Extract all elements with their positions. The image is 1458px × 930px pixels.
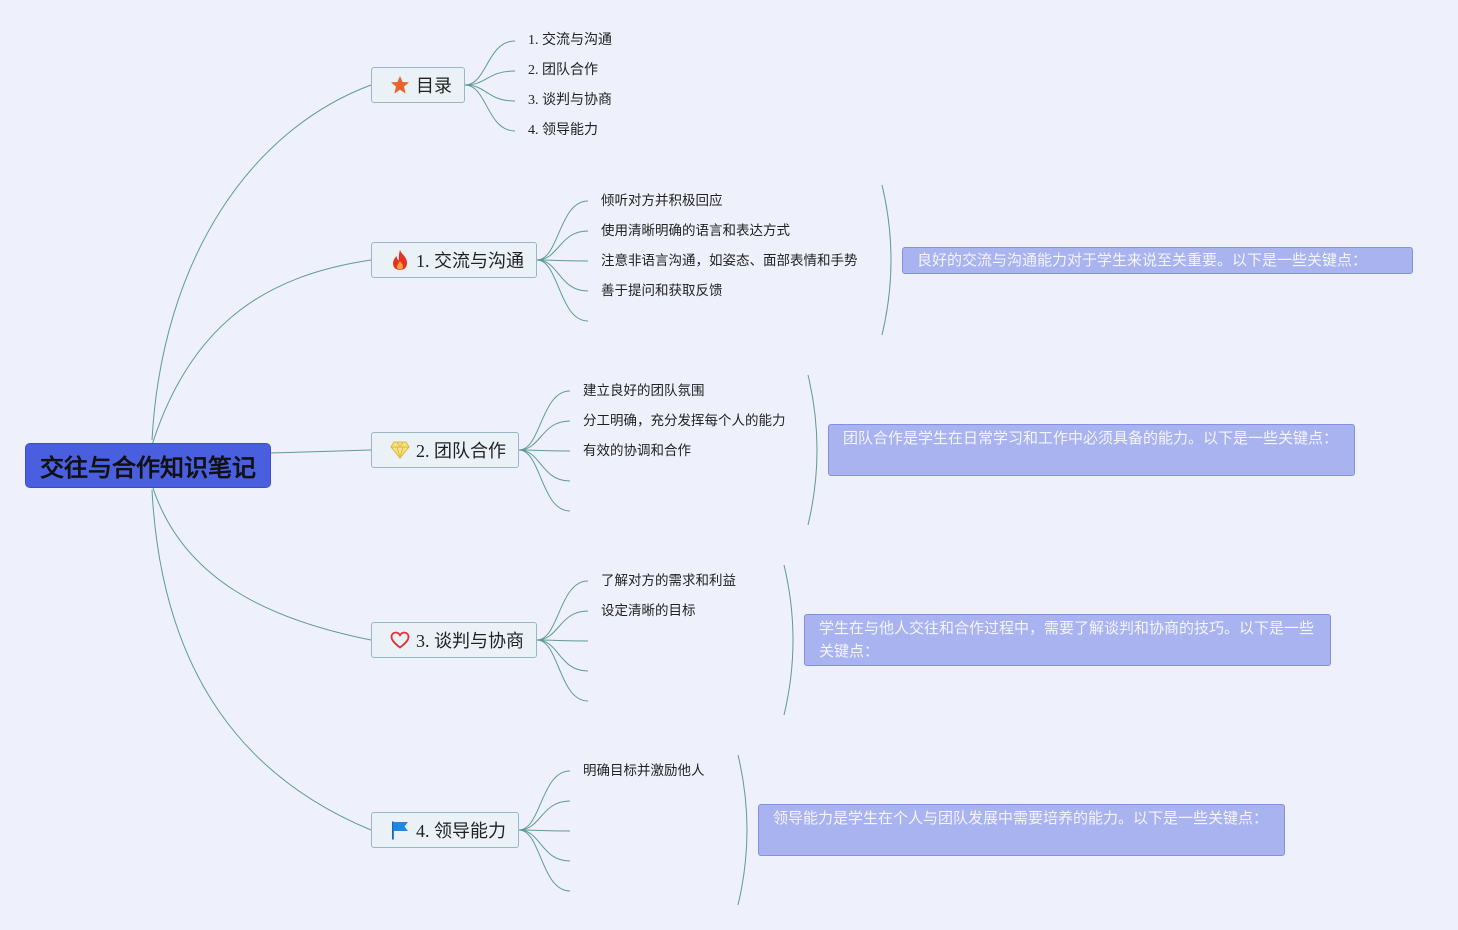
negotiation-branch-5 <box>536 639 589 702</box>
teamwork-item-3[interactable]: 有效的协调和合作 <box>583 443 691 459</box>
topic-communication[interactable]: 1. 交流与沟通 <box>371 242 537 278</box>
root-topic[interactable]: 交往与合作知识笔记 <box>25 443 271 488</box>
leadership-summary-brace <box>737 754 748 906</box>
negotiation-branch-1 <box>536 580 589 641</box>
heart-icon <box>388 628 412 652</box>
communication-item-3[interactable]: 注意非语言沟通，如姿态、面部表情和手势 <box>601 253 858 269</box>
topic-leadership[interactable]: 4. 领导能力 <box>371 812 519 848</box>
topic-label: 2. 团队合作 <box>416 441 506 461</box>
communication-branch-4 <box>536 259 589 292</box>
communication-branch-3 <box>536 259 589 262</box>
leadership-branch-5 <box>518 829 571 892</box>
negotiation-item-2[interactable]: 设定清晰的目标 <box>601 603 696 619</box>
topic-label: 4. 领导能力 <box>416 821 506 841</box>
contents-item-1[interactable]: 1. 交流与沟通 <box>528 33 612 48</box>
topic-contents[interactable]: 目录 <box>371 67 465 103</box>
negotiation-summary[interactable]: 学生在与他人交往和合作过程中，需要了解谈判和协商的技巧。以下是一些关键点： <box>804 614 1331 666</box>
contents-item-2[interactable]: 2. 团队合作 <box>528 63 598 78</box>
topic-label: 目录 <box>416 76 452 96</box>
leadership-summary[interactable]: 领导能力是学生在个人与团队发展中需要培养的能力。以下是一些关键点： <box>758 804 1285 856</box>
leadership-branch-2 <box>518 800 571 831</box>
teamwork-branch-3 <box>518 449 571 452</box>
communication-summary-brace <box>881 184 892 336</box>
root-link-teamwork <box>270 449 372 454</box>
flag-icon <box>388 818 412 842</box>
topic-label: 3. 谈判与协商 <box>416 631 524 651</box>
communication-branch-5 <box>536 259 589 322</box>
topic-negotiation[interactable]: 3. 谈判与协商 <box>371 622 537 658</box>
negotiation-summary-brace <box>783 564 794 716</box>
contents-branch-3 <box>464 84 516 102</box>
root-title: 交往与合作知识笔记 <box>40 454 256 482</box>
root-link-negotiation <box>151 484 372 641</box>
contents-item-3[interactable]: 3. 谈判与协商 <box>528 93 612 108</box>
leadership-item-1[interactable]: 明确目标并激励他人 <box>583 763 705 779</box>
teamwork-item-1[interactable]: 建立良好的团队氛围 <box>583 383 705 399</box>
contents-branch-1 <box>464 40 516 86</box>
communication-branch-1 <box>536 200 589 261</box>
contents-item-4[interactable]: 4. 领导能力 <box>528 123 598 138</box>
topic-teamwork[interactable]: 2. 团队合作 <box>371 432 519 468</box>
negotiation-branch-3 <box>536 639 589 642</box>
leadership-branch-4 <box>518 829 571 862</box>
leadership-branch-3 <box>518 829 571 832</box>
star-icon <box>388 73 412 97</box>
communication-branch-2 <box>536 230 589 261</box>
negotiation-branch-2 <box>536 610 589 641</box>
communication-item-2[interactable]: 使用清晰明确的语言和表达方式 <box>601 223 790 239</box>
teamwork-summary[interactable]: 团队合作是学生在日常学习和工作中必须具备的能力。以下是一些关键点： <box>828 424 1355 476</box>
diamond-icon <box>388 438 412 462</box>
teamwork-branch-2 <box>518 420 571 451</box>
negotiation-item-1[interactable]: 了解对方的需求和利益 <box>601 573 736 589</box>
teamwork-branch-4 <box>518 449 571 482</box>
communication-summary[interactable]: 良好的交流与沟通能力对于学生来说至关重要。以下是一些关键点： <box>902 247 1413 274</box>
communication-item-1[interactable]: 倾听对方并积极回应 <box>601 193 723 209</box>
negotiation-branch-4 <box>536 639 589 672</box>
flame-icon <box>388 248 412 272</box>
root-link-leadership <box>151 489 372 831</box>
root-link-contents <box>151 84 372 441</box>
communication-item-4[interactable]: 善于提问和获取反馈 <box>601 283 723 299</box>
teamwork-branch-5 <box>518 449 571 512</box>
root-link-communication <box>151 259 372 446</box>
contents-branch-2 <box>464 70 516 86</box>
teamwork-branch-1 <box>518 390 571 451</box>
teamwork-summary-brace <box>807 374 818 526</box>
topic-label: 1. 交流与沟通 <box>416 251 524 271</box>
leadership-branch-1 <box>518 770 571 831</box>
teamwork-item-2[interactable]: 分工明确，充分发挥每个人的能力 <box>583 413 786 429</box>
contents-branch-4 <box>464 84 516 132</box>
